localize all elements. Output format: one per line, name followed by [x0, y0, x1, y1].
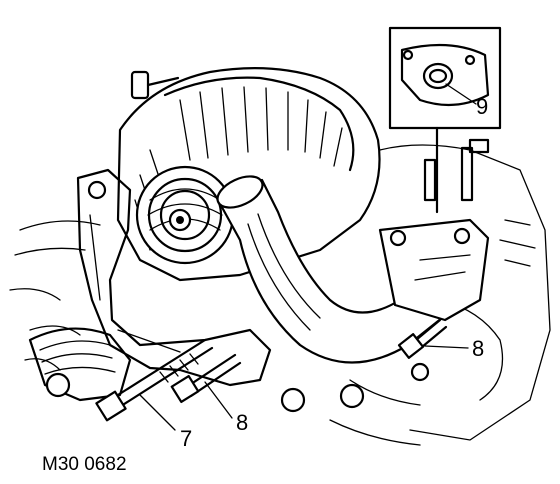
- figure-code: M30 0682: [42, 454, 127, 475]
- callout-8-right: 8: [472, 336, 484, 361]
- outlet-flange: [378, 218, 490, 322]
- callout-9: 9: [476, 94, 488, 119]
- seal-9: [422, 62, 454, 90]
- callout-leaders: [139, 345, 469, 431]
- lower-pulley: [28, 327, 132, 402]
- coolant-pipe: [216, 175, 454, 364]
- mounting-bracket: [76, 168, 272, 387]
- terminal-connector: [130, 70, 150, 100]
- loose-nuts: [45, 362, 430, 413]
- callout-8-lower: 8: [236, 410, 248, 435]
- bolt-8-lower: [170, 353, 242, 404]
- bolt-8-right: [397, 318, 448, 359]
- studs-right: [423, 138, 490, 202]
- callout-7: 7: [180, 426, 192, 451]
- bolt-7: [95, 338, 214, 422]
- inset-seal-detail: [388, 26, 502, 214]
